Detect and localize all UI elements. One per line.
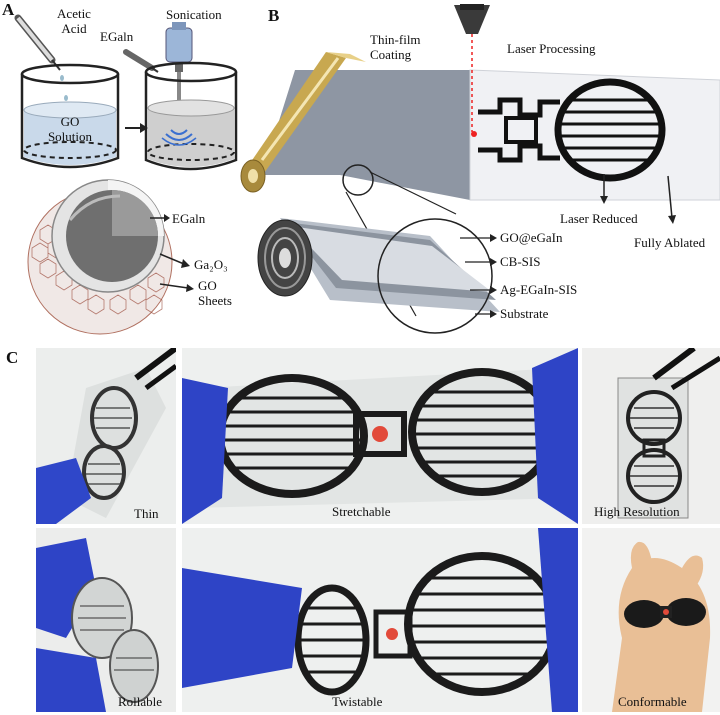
egaln-particle [27,179,173,335]
photo-high-resolution-drawing [582,348,720,524]
photo-rollable-drawing [36,528,176,712]
layer-label-ag-egain-sis: Ag-EGaIn-SIS [500,282,578,297]
photo-thin: Thin [36,348,176,524]
go-solution-beaker [20,63,120,169]
zoom-circle-small [342,164,374,196]
photo-high-resolution: High Resolution [582,348,720,524]
acetic-acid-pipette [14,14,68,101]
sonication-beaker [144,61,238,171]
layer-label-go-egain: GO@eGaIn [500,230,563,245]
ga2o3-label: Ga₂O₃ [194,257,228,272]
laser-head [454,4,490,137]
layer-stack [257,218,500,312]
layer-label-substrate: Substrate [500,306,549,321]
caption-thin: Thin [134,506,159,521]
zoom-circle-large [377,218,493,334]
acetic-acid-label: Acetic Acid [57,6,91,36]
photo-twistable: Twistable [182,528,578,712]
coating-sheet [240,52,720,201]
egaln-core-label: EGaln [172,211,206,226]
go-solution-label: GO Solution [47,114,93,144]
fully-ablated-label: Fully Ablated [634,235,706,250]
photo-thin-drawing [36,348,176,524]
photo-rollable: Rollable [36,528,176,712]
egaln-pipette-label: EGaln [100,29,134,44]
photo-conformable: Conformable [582,528,720,712]
caption-high-resolution: High Resolution [594,504,680,519]
photo-stretchable-drawing [182,348,578,524]
layer-label-cb-sis: CB-SIS [500,254,541,269]
panel-label-a: A [2,0,15,19]
caption-stretchable: Stretchable [332,504,391,519]
laser-processing-label: Laser Processing [507,41,596,56]
thin-film-coating-label: Thin-film Coating [370,32,421,62]
caption-twistable: Twistable [332,694,383,709]
photo-conformable-drawing [582,528,720,712]
panel-label-c: C [6,348,19,367]
laser-reduced-label: Laser Reduced [560,211,638,226]
egaln-pipette [123,49,159,73]
sonication-label: Sonication [166,7,222,22]
laser-pattern [478,78,666,182]
photo-stretchable: Stretchable [182,348,578,524]
caption-conformable: Conformable [618,694,687,709]
caption-rollable: Rollable [118,694,163,709]
panel-label-b: B [268,6,280,25]
photo-twistable-drawing [182,528,578,712]
go-sheets-label: GO Sheets [198,278,232,308]
